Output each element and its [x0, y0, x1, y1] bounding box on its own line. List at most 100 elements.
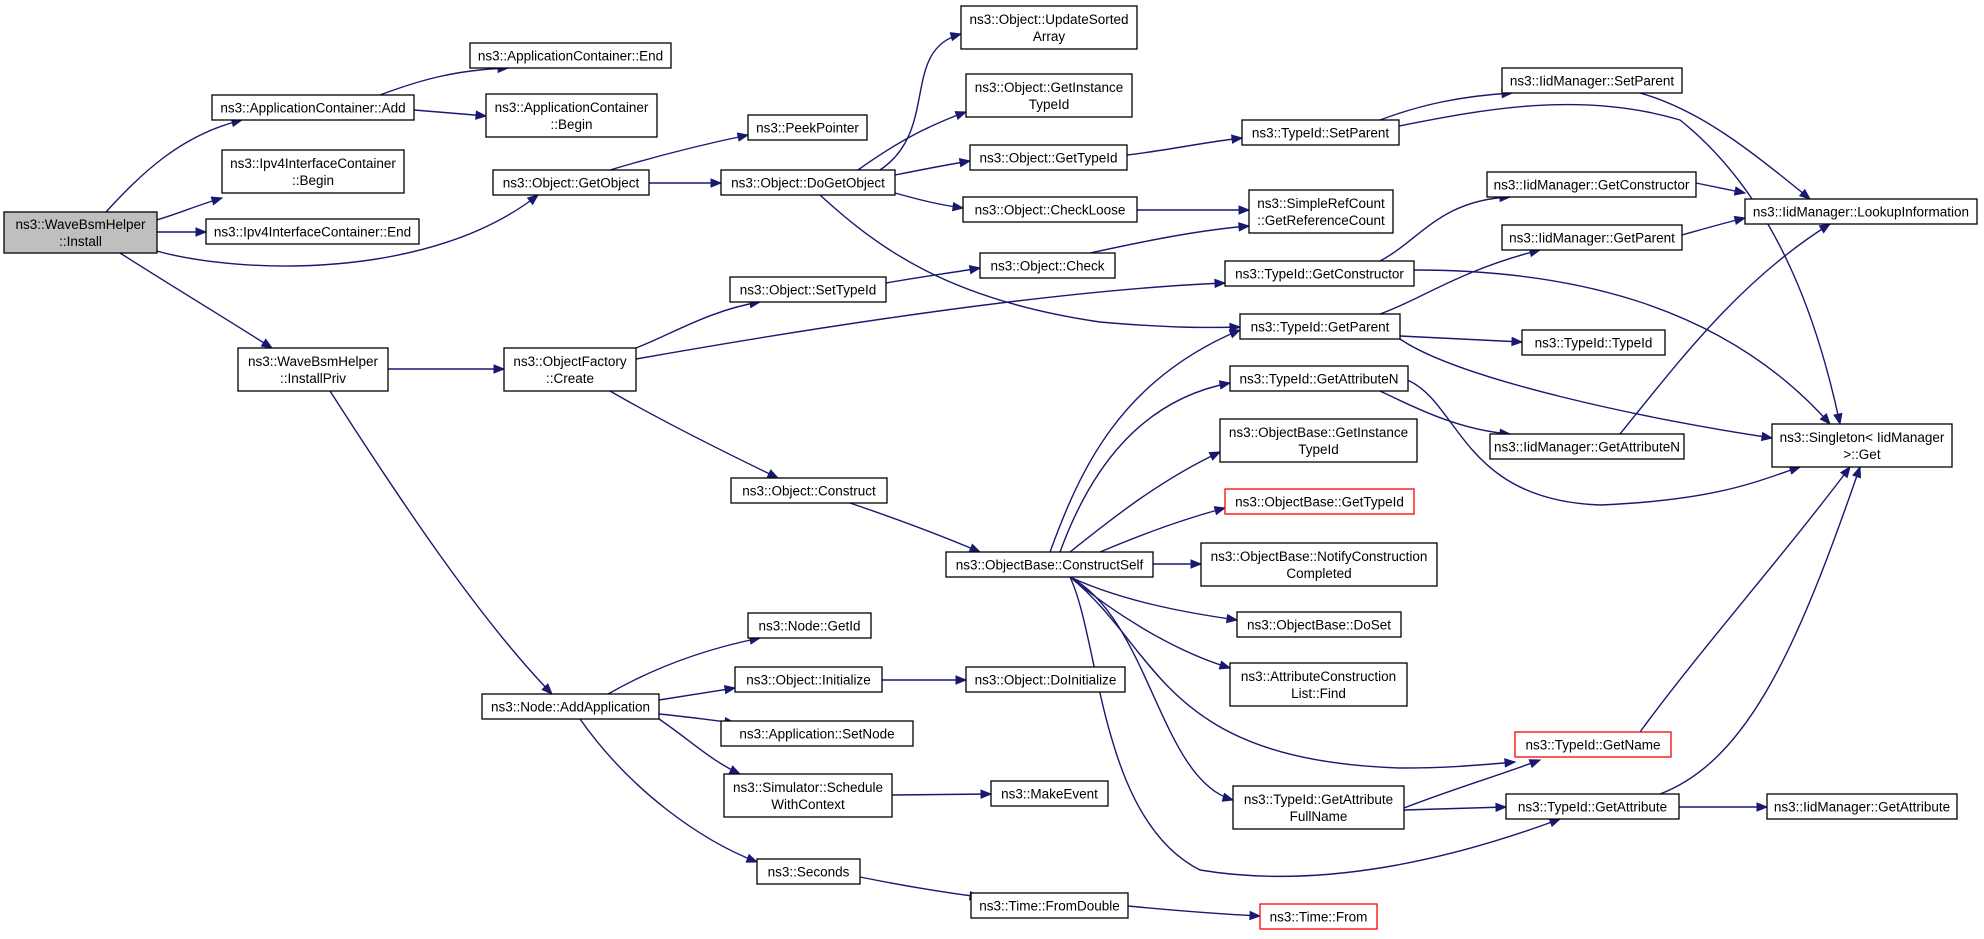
node-n34[interactable]: ns3::ObjectBase::ConstructSelf [945, 551, 1154, 578]
edge-arrowhead [1249, 910, 1262, 921]
node-n28[interactable]: ns3::IidManager::SetParent [1501, 67, 1683, 94]
node-label: ns3::ObjectBase::DoSet [1247, 618, 1391, 633]
node-n43[interactable]: ns3::TypeId::GetAttribute [1505, 793, 1680, 820]
edge-n4-n8 [609, 132, 750, 171]
edge-line [105, 119, 243, 213]
node-label: ns3::Ipv4InterfaceContainer::End [214, 225, 411, 240]
node-n22[interactable]: ns3::Application::SetNode [720, 720, 914, 747]
edge-line [1379, 92, 1513, 121]
node-box [1200, 542, 1438, 587]
node-n17[interactable]: ns3::Object::SetTypeId [729, 276, 887, 303]
node-label: ns3::TypeId::GetAttribute [1244, 792, 1393, 807]
node-n3[interactable]: ns3::Ipv4InterfaceContainer::End [205, 218, 420, 245]
edge-line [1099, 507, 1226, 553]
node-label: ns3::ObjectBase::NotifyConstruction [1211, 549, 1428, 564]
node-label: ::InstallPriv [280, 371, 346, 386]
node-box [503, 347, 637, 392]
node-n33[interactable]: ns3::Singleton< IidManager >::Get [1771, 423, 1953, 468]
node-n15[interactable]: ns3::Object::CheckLoose [962, 196, 1138, 223]
node-box [720, 720, 914, 747]
node-box [969, 144, 1128, 171]
edge-line [658, 687, 736, 701]
node-label: ::Install [59, 234, 102, 249]
node-n39[interactable]: ns3::ObjectBase::DoSet [1236, 611, 1402, 638]
node-n32[interactable]: ns3::TypeId::TypeId [1521, 329, 1666, 356]
node-n31[interactable]: ns3::IidManager::LookupInformation [1744, 198, 1978, 225]
edge-line [1403, 759, 1541, 809]
edge-n34-n35 [1059, 380, 1232, 553]
node-n16[interactable]: ns3::TypeId::GetParent [1239, 313, 1401, 340]
edge-arrowhead [1218, 660, 1232, 670]
node-n37[interactable]: ns3::ObjectBase::GetTypeId [1224, 488, 1415, 515]
node-n19[interactable]: ns3::Object::Construct [730, 477, 888, 504]
edge-line [1398, 103, 1841, 425]
node-label: ns3::Object::Construct [742, 484, 876, 499]
edge-arrowhead [955, 675, 968, 685]
node-label: Completed [1286, 566, 1351, 581]
node-n8[interactable]: ns3::PeekPointer [747, 114, 868, 141]
node-n48[interactable]: ns3::Time::FromDouble [970, 892, 1129, 919]
edge-n25-n33 [1398, 103, 1843, 426]
node-n18[interactable]: ns3::TypeId::GetConstructor [1224, 260, 1415, 287]
node-n24[interactable]: ns3::Seconds [756, 858, 861, 885]
node-n6[interactable]: ns3::ApplicationContainer::End [469, 42, 672, 69]
node-box [970, 892, 1129, 919]
edge-arrowhead [728, 765, 742, 775]
node-n47[interactable]: ns3::MakeEvent [990, 780, 1109, 807]
node-label: ns3::Object::Initialize [746, 673, 871, 688]
edge-line [1069, 576, 1231, 669]
node-n20[interactable]: ns3::Node::GetId [747, 612, 872, 639]
node-n38[interactable]: ns3::ObjectBase::NotifyConstructionCompl… [1200, 542, 1438, 587]
edge-arrowhead [1528, 759, 1542, 769]
edge-arrowhead [1760, 431, 1774, 442]
node-n10[interactable]: ns3::ObjectFactory::Create [503, 347, 637, 392]
node-n2[interactable]: ns3::Ipv4InterfaceContainer::Begin [221, 149, 405, 194]
node-label: ns3::Singleton< IidManager [1780, 430, 1945, 445]
node-box [1505, 793, 1680, 820]
node-n44[interactable]: ns3::IidManager::GetAttributeN [1489, 433, 1685, 460]
node-box [1766, 793, 1958, 820]
edge-n23-n47 [891, 789, 993, 799]
node-n26[interactable]: ns3::SimpleRefCount::GetReferenceCount [1248, 189, 1394, 234]
node-n45[interactable]: ns3::IidManager::GetAttribute [1766, 793, 1958, 820]
edge-n9-n15 [894, 192, 965, 212]
node-n7[interactable]: ns3::ApplicationContainer::Begin [485, 93, 658, 138]
node-box [1224, 260, 1415, 287]
node-label: ns3::IidManager::GetAttribute [1774, 800, 1950, 815]
edge-line [1127, 905, 1261, 917]
node-n11[interactable]: ns3::Node::AddApplication [481, 693, 660, 720]
edge-line [859, 876, 981, 898]
node-box [723, 773, 893, 818]
edge-arrowhead [1852, 465, 1862, 479]
node-n27[interactable]: ns3::Object::Check [979, 252, 1116, 279]
edge-arrowhead [1495, 802, 1508, 813]
node-n4[interactable]: ns3::Object::GetObject [492, 169, 650, 196]
node-n30[interactable]: ns3::IidManager::GetParent [1501, 224, 1683, 251]
node-box [1229, 662, 1408, 707]
node-n1[interactable]: ns3::ApplicationContainer::Add [211, 94, 415, 121]
node-n0[interactable]: ns3::WaveBsmHelper::Install [3, 211, 158, 254]
node-n25[interactable]: ns3::TypeId::SetParent [1241, 119, 1400, 146]
edge-n24-n48 [859, 876, 982, 901]
node-n9[interactable]: ns3::Object::DoGetObject [720, 169, 896, 196]
edge-n43-n45 [1679, 802, 1769, 812]
node-n21[interactable]: ns3::Object::Initialize [734, 666, 883, 693]
node-n29[interactable]: ns3::IidManager::GetConstructor [1486, 171, 1697, 198]
node-n5[interactable]: ns3::WaveBsmHelper::InstallPriv [237, 347, 389, 392]
node-n35[interactable]: ns3::TypeId::GetAttributeN [1229, 365, 1409, 392]
node-n14[interactable]: ns3::Object::GetTypeId [969, 144, 1128, 171]
node-n41[interactable]: ns3::TypeId::GetName [1514, 731, 1672, 758]
edge-n0-n3 [153, 227, 208, 237]
edge-line [1069, 576, 1238, 621]
node-n49[interactable]: ns3::Time::From [1259, 903, 1378, 930]
edge-n35-n33 [1404, 378, 1802, 506]
node-label: ::Begin [292, 173, 334, 188]
node-n46[interactable]: ns3::Object::DoInitialize [965, 666, 1126, 693]
node-box [481, 693, 660, 720]
